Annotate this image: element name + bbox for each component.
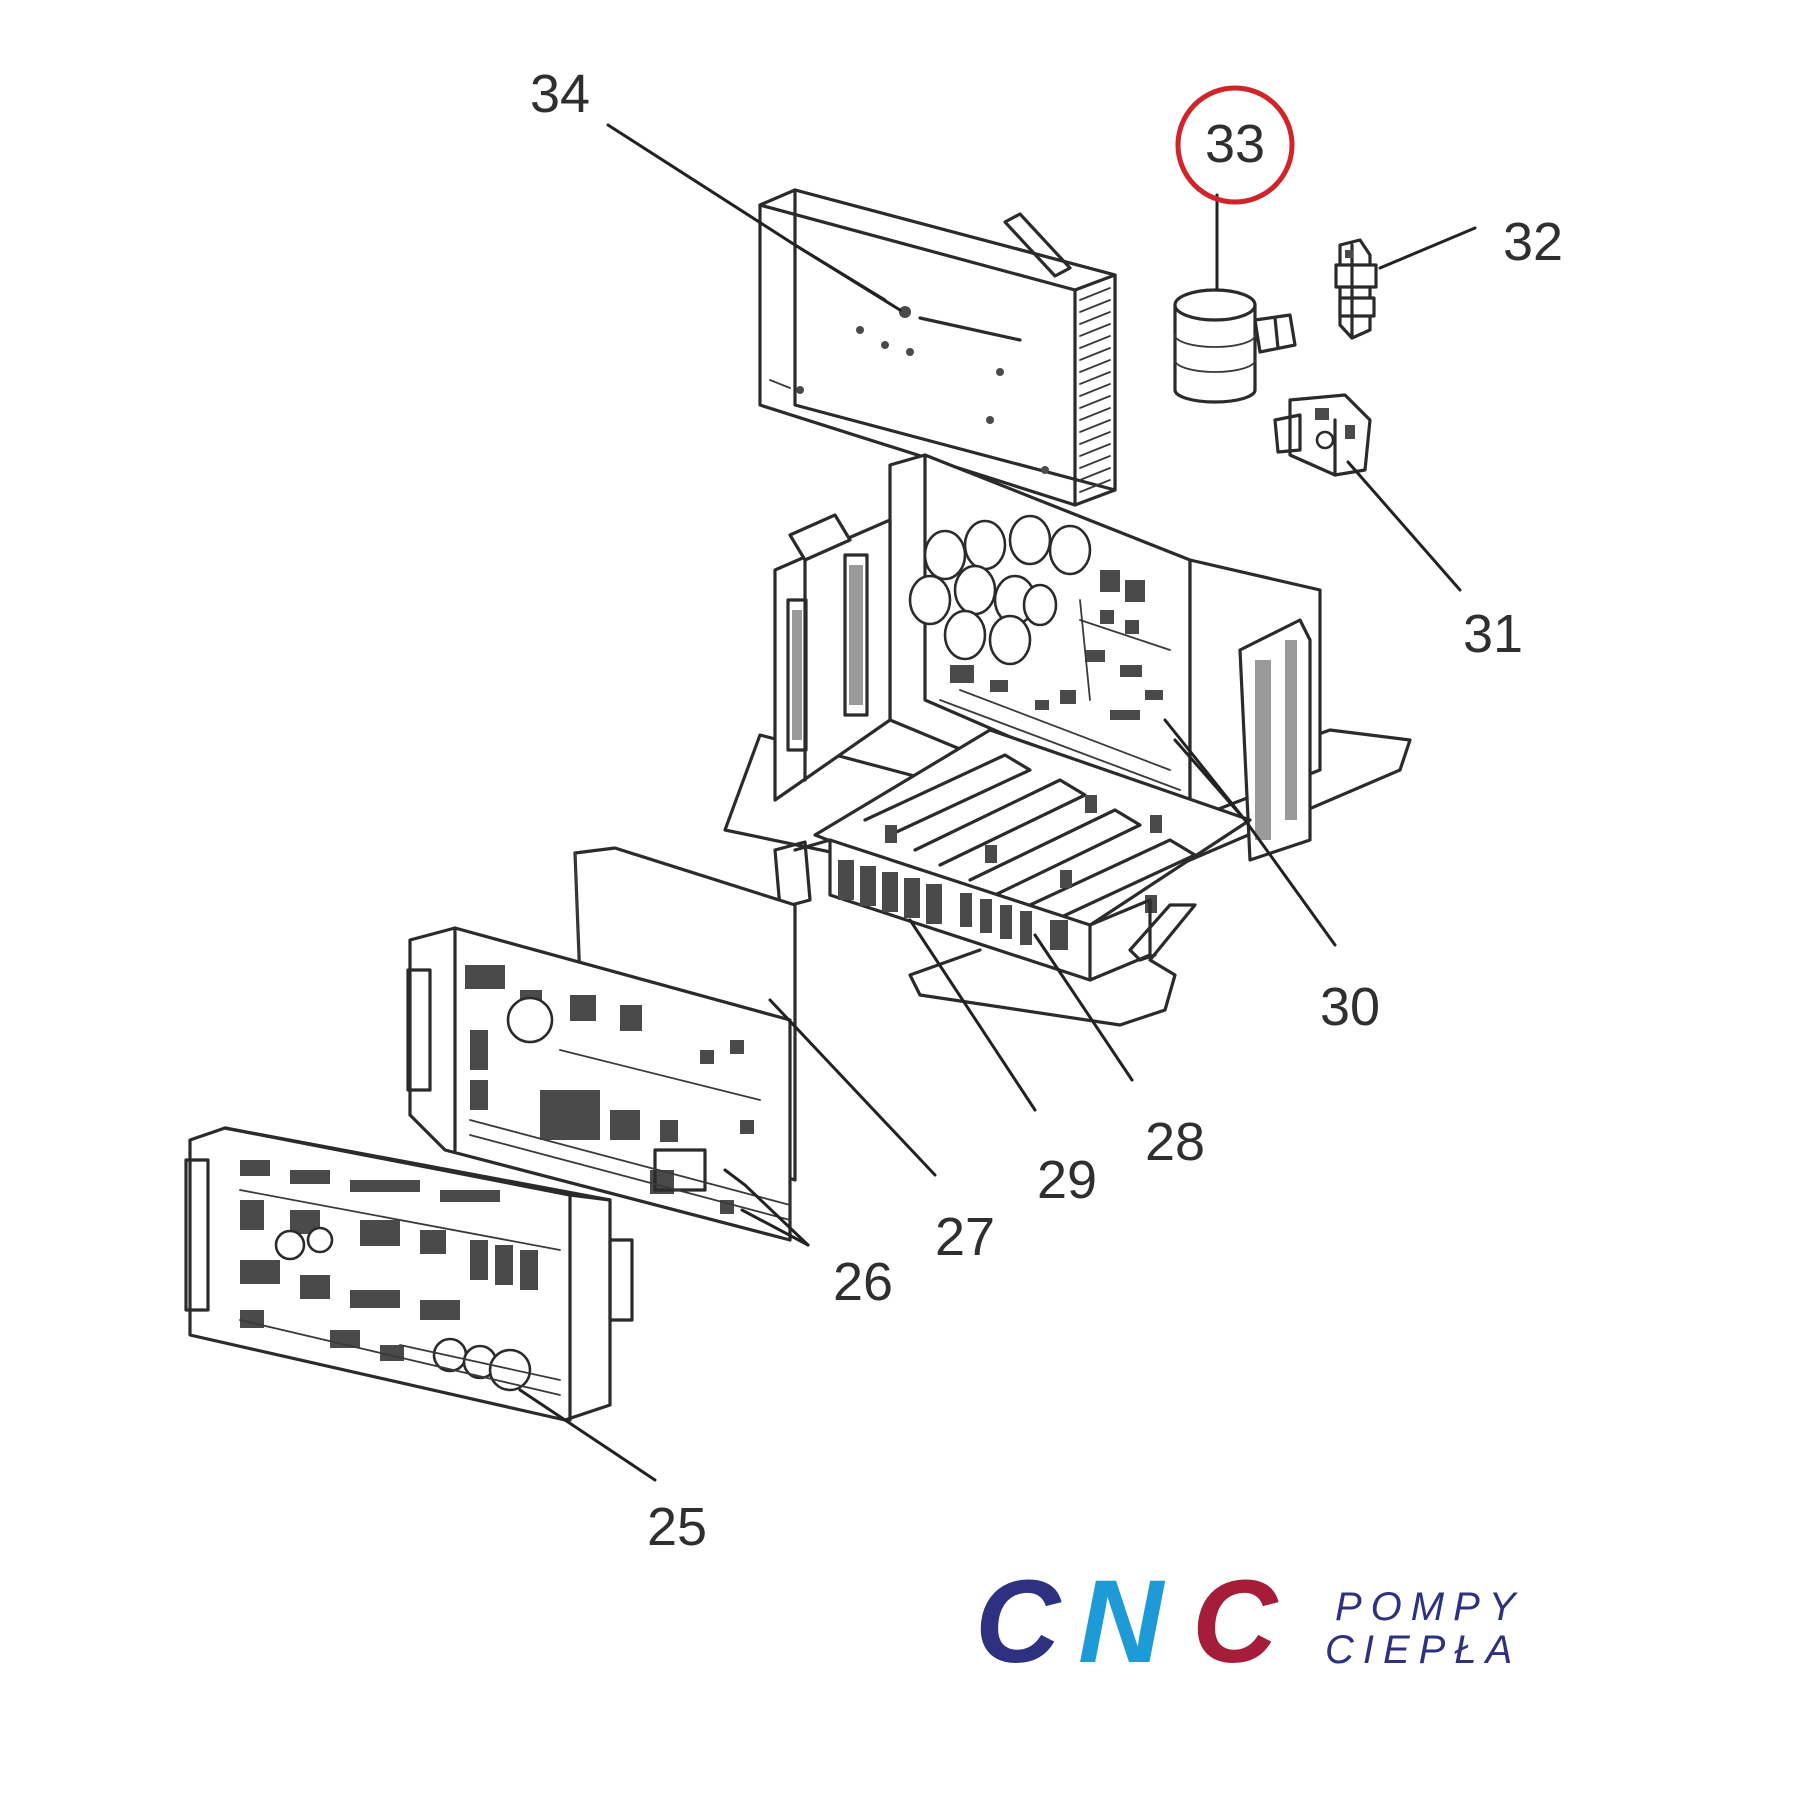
callout-27: 27 xyxy=(935,1207,995,1267)
callout-34: 34 xyxy=(530,64,590,124)
capacitor-bank xyxy=(908,514,1092,666)
part-33-coil xyxy=(1173,288,1297,404)
part-32-clamp xyxy=(1334,238,1378,340)
logo-line-ciepla: CIEPŁA xyxy=(1325,1628,1521,1672)
part-31-contactor xyxy=(1273,393,1372,477)
logo-line-pompy: POMPY xyxy=(1335,1585,1524,1629)
main-chassis xyxy=(723,453,1412,1027)
callout-33: 33 xyxy=(1205,114,1265,174)
callout-28: 28 xyxy=(1145,1112,1205,1172)
highlight-circle-33 xyxy=(1175,85,1295,205)
callout-31: 31 xyxy=(1463,604,1523,664)
callout-29: 29 xyxy=(1037,1150,1097,1210)
part-34-cover xyxy=(758,188,1117,507)
part-26-pcb xyxy=(406,926,792,1242)
callout-32: 32 xyxy=(1503,212,1563,272)
leader-lines xyxy=(518,123,1477,1482)
callout-labels: 34 33 32 31 30 28 29 27 26 25 xyxy=(530,64,1563,1557)
logo-letter-c2: C xyxy=(1192,1556,1279,1688)
cnc-logo: C N C POMPY CIEPŁA xyxy=(975,1556,1524,1688)
terminal-block xyxy=(838,860,1068,950)
logo-letter-c1: C xyxy=(975,1556,1062,1688)
callout-26: 26 xyxy=(833,1252,893,1312)
logo-letter-n: N xyxy=(1078,1556,1166,1688)
callout-30: 30 xyxy=(1320,977,1380,1037)
callout-25: 25 xyxy=(647,1497,707,1557)
part-25-control-box xyxy=(184,1126,634,1422)
